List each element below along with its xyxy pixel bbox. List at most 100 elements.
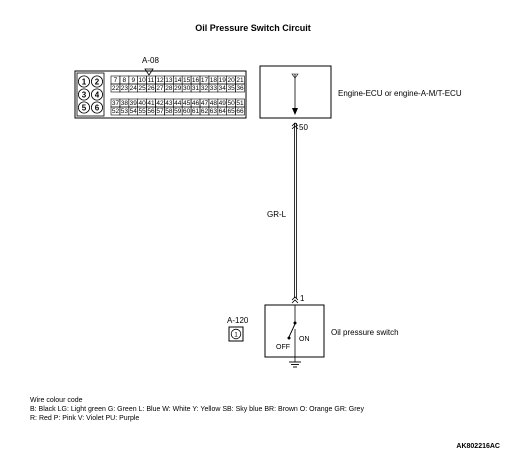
connector-a08-pin: 56 — [147, 108, 155, 115]
connector-a08-pin: 28 — [165, 85, 173, 92]
connector-a08-pin: 63 — [210, 108, 218, 115]
connector-a08-large-pin: 2 — [95, 77, 100, 86]
connector-a08-pin: 37 — [112, 100, 120, 107]
wire-colour-label: GR-L — [267, 210, 287, 219]
connector-a08-pin: 15 — [183, 77, 191, 84]
connector-a08-pin: 16 — [192, 77, 200, 84]
ecu-top-marker — [291, 73, 299, 79]
ecu-input-arrow — [292, 108, 298, 115]
connector-a08-pin: 51 — [236, 100, 244, 107]
connector-a120-pin-circle — [230, 328, 242, 340]
connector-a08-pin: 54 — [130, 108, 138, 115]
connector-a08-pin: 18 — [210, 77, 218, 84]
connector-a08-large-pin: 4 — [95, 90, 100, 99]
switch-box — [264, 304, 325, 358]
connector-a120-housing — [228, 326, 244, 342]
connector-a08-pin: 40 — [139, 100, 147, 107]
connector-a120-pin: 1 — [234, 332, 238, 339]
legend-line-2: R: Red P: Pink V: Violet PU: Purple — [30, 415, 139, 422]
connector-a08-pin: 43 — [165, 100, 173, 107]
connector-a08-pin: 58 — [165, 108, 173, 115]
connector-a08-pin-cell — [235, 106, 245, 116]
connector-a08-pin: 35 — [228, 85, 236, 92]
diagram-title: Oil Pressure Switch Circuit — [195, 23, 311, 33]
connector-a08-large-pin-circle — [78, 75, 91, 88]
connector-a08-pin-cell — [235, 83, 245, 93]
wire-top-connector-mark — [291, 122, 299, 130]
connector-a08-pin: 65 — [228, 108, 236, 115]
connector-a08-pin: 44 — [174, 100, 182, 107]
legend-heading: Wire colour code — [30, 397, 83, 404]
connector-a08-pin: 42 — [156, 100, 164, 107]
connector-a08-pin: 10 — [139, 77, 147, 84]
connector-a08-pin: 32 — [201, 85, 209, 92]
connector-a08-pin: 7 — [114, 77, 118, 84]
connector-a08-pin: 14 — [174, 77, 182, 84]
connector-a08-pin: 34 — [219, 85, 227, 92]
connector-a08-large-pin-circle — [78, 101, 91, 114]
connector-a08-pin: 64 — [219, 108, 227, 115]
wire-colour-legend: Wire colour code B: Black LG: Light gree… — [30, 397, 364, 422]
ecu-pin-label: 50 — [299, 123, 308, 132]
connector-a08-pin: 30 — [183, 85, 191, 92]
connector-a08-pin: 23 — [121, 85, 129, 92]
connector-a08-pin: 53 — [121, 108, 129, 115]
connector-a08-large-pin: 3 — [82, 90, 87, 99]
connector-a08-large-pin: 5 — [82, 103, 87, 112]
connector-a08-pin: 25 — [139, 85, 147, 92]
connector-a08-large-pin-circle — [78, 88, 91, 101]
connector-a08-pin: 19 — [219, 77, 227, 84]
connector-a08-pin: 11 — [148, 77, 155, 84]
connector-a08-pin: 22 — [112, 85, 120, 92]
switch-on-label: ON — [299, 336, 310, 343]
connector-a08-large-pin-block — [76, 72, 105, 117]
connector-a08-housing — [74, 70, 247, 119]
connector-a08-label: A-08 — [142, 56, 159, 65]
ecu-label: Engine-ECU or engine-A-M/T-ECU — [338, 89, 462, 98]
connector-a120: A-120 1 — [227, 316, 249, 342]
connector-a08-pin: 62 — [201, 108, 209, 115]
connector-a08-pin: 27 — [156, 85, 164, 92]
connector-a08-pin: 21 — [236, 77, 244, 84]
ecu-block: Engine-ECU or engine-A-M/T-ECU 50 — [259, 65, 462, 132]
switch-blade — [288, 323, 296, 338]
connector-a08-pin: 17 — [201, 77, 209, 84]
connector-a08-pin: 48 — [210, 100, 218, 107]
connector-a08-pin: 41 — [147, 100, 155, 107]
connector-a08-pin: 8 — [123, 77, 127, 84]
wire-bottom-connector-mark — [291, 296, 299, 304]
connector-a08-pin: 36 — [236, 85, 244, 92]
connector-a08-pin: 55 — [139, 108, 147, 115]
connector-a08-pin: 9 — [131, 77, 135, 84]
connector-a08-large-pin: 1 — [82, 77, 87, 86]
switch-pivot-contact — [287, 336, 291, 340]
connector-a08-large-pin-circle — [91, 88, 104, 101]
connector-a08-pin: 50 — [228, 100, 236, 107]
oil-pressure-switch: 1 OFF ON Oil pressure switch — [264, 294, 399, 368]
connector-a08-pin: 33 — [210, 85, 218, 92]
connector-a08-large-pin: 6 — [95, 103, 100, 112]
connector-a08-pin: 31 — [192, 85, 200, 92]
wire-gr-l: GR-L — [267, 122, 299, 304]
switch-pin-label: 1 — [300, 294, 305, 303]
connector-a08-pin: 60 — [183, 108, 191, 115]
connector-a08-pin: 61 — [192, 108, 200, 115]
ecu-box — [259, 65, 332, 119]
connector-a08-pin: 45 — [183, 100, 191, 107]
connector-a08-large-pin-circle — [91, 101, 104, 114]
connector-a08-pin: 39 — [130, 100, 138, 107]
connector-a08-pin: 24 — [130, 85, 138, 92]
connector-a120-label: A-120 — [227, 316, 249, 325]
connector-a08-pin: 47 — [201, 100, 209, 107]
legend-line-1: B: Black LG: Light green G: Green L: Blu… — [30, 406, 364, 413]
connector-a08-pin: 66 — [236, 108, 244, 115]
connector-a08-pin: 52 — [112, 108, 120, 115]
connector-a08-pin: 13 — [165, 77, 173, 84]
connector-a08-pin: 59 — [174, 108, 182, 115]
connector-a08-pin: 29 — [174, 85, 182, 92]
connector-a08-pin: 46 — [192, 100, 200, 107]
connector-key-marker — [144, 68, 154, 76]
switch-upper-contact — [293, 321, 297, 325]
